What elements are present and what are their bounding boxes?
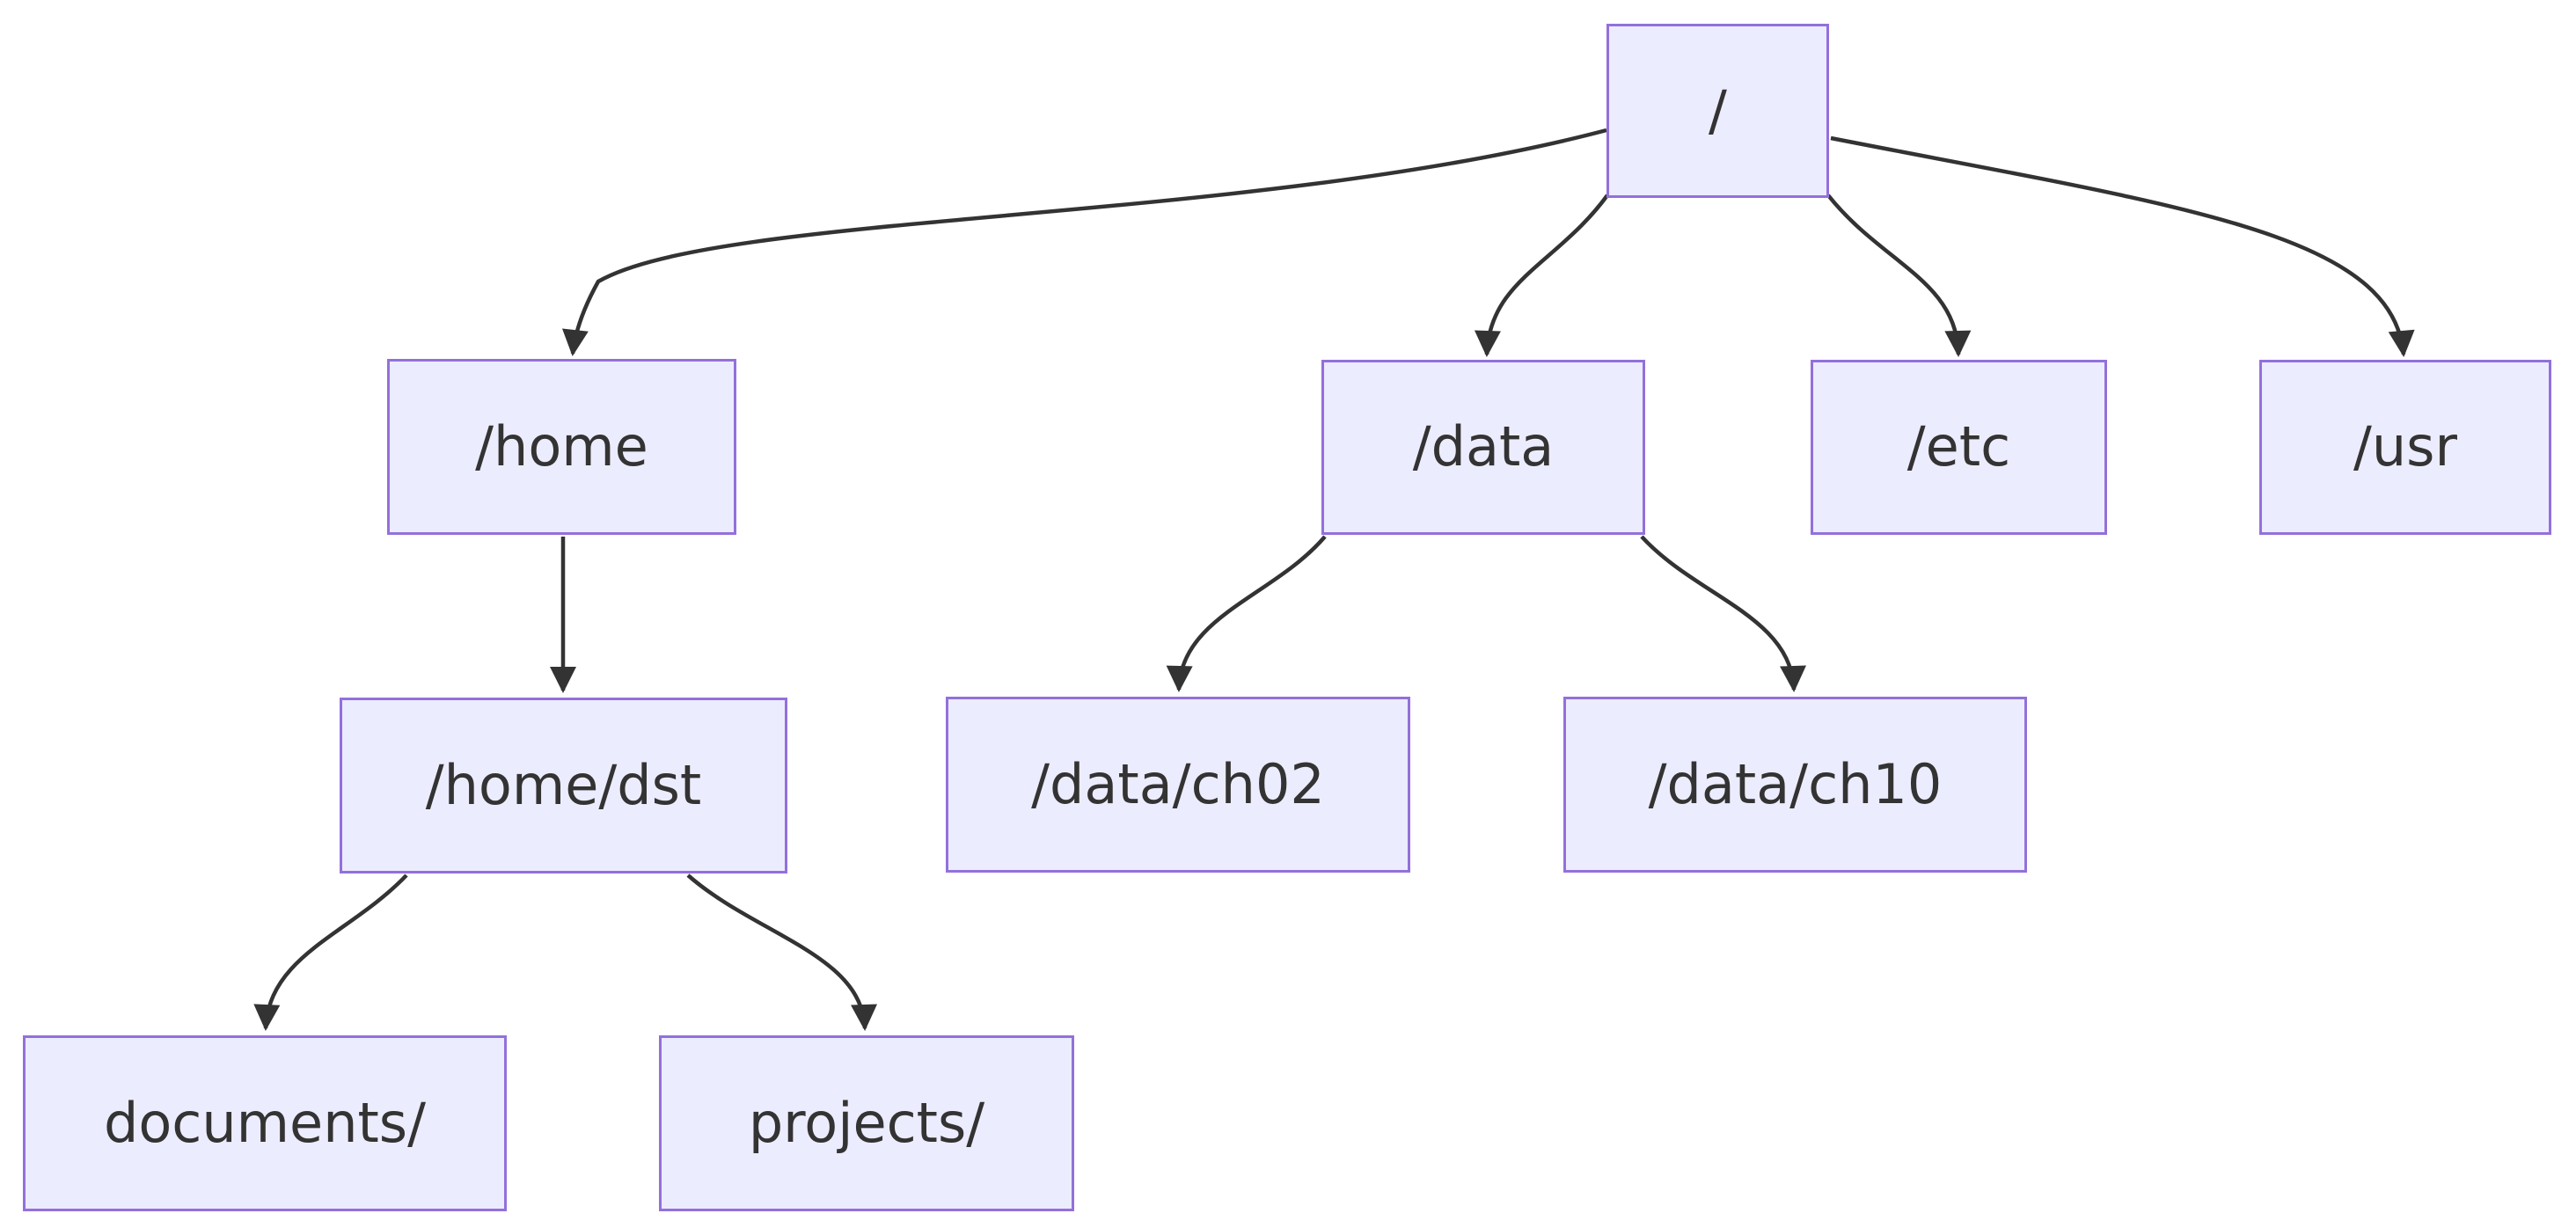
node-usr: /usr [2259, 360, 2551, 535]
node-projects-label: projects/ [748, 1090, 985, 1155]
node-data-ch10: /data/ch10 [1563, 697, 2027, 873]
node-home-dst-label: /home/dst [425, 752, 702, 817]
node-etc: /etc [1811, 360, 2107, 535]
node-home: /home [387, 359, 736, 535]
edge-data-to-data-ch10 [1640, 535, 1806, 692]
edge-root-to-home [561, 128, 1607, 356]
edge-data-to-data-ch02 [1166, 535, 1327, 692]
node-documents: documents/ [23, 1035, 507, 1211]
node-documents-label: documents/ [103, 1090, 426, 1155]
node-data-ch02: /data/ch02 [946, 697, 1410, 873]
node-etc-label: /etc [1906, 414, 2011, 479]
node-projects: projects/ [659, 1035, 1074, 1211]
node-data: /data [1321, 360, 1645, 535]
edge-home-dst-to-documents [253, 873, 408, 1031]
node-data-label: /data [1412, 414, 1555, 479]
edge-root-to-usr [1830, 135, 2415, 357]
edge-root-to-etc [1826, 194, 1972, 357]
node-data-ch10-label: /data/ch10 [1648, 751, 1943, 816]
edge-root-to-data [1474, 194, 1609, 357]
node-home-label: /home [475, 413, 648, 479]
node-usr-label: /usr [2353, 414, 2457, 479]
node-home-dst: /home/dst [340, 698, 787, 873]
node-root-label: / [1709, 77, 1727, 143]
edge-group [253, 128, 2415, 1031]
node-root: / [1606, 24, 1829, 198]
node-data-ch02-label: /data/ch02 [1031, 751, 1325, 816]
edge-home-dst-to-projects [686, 873, 877, 1031]
